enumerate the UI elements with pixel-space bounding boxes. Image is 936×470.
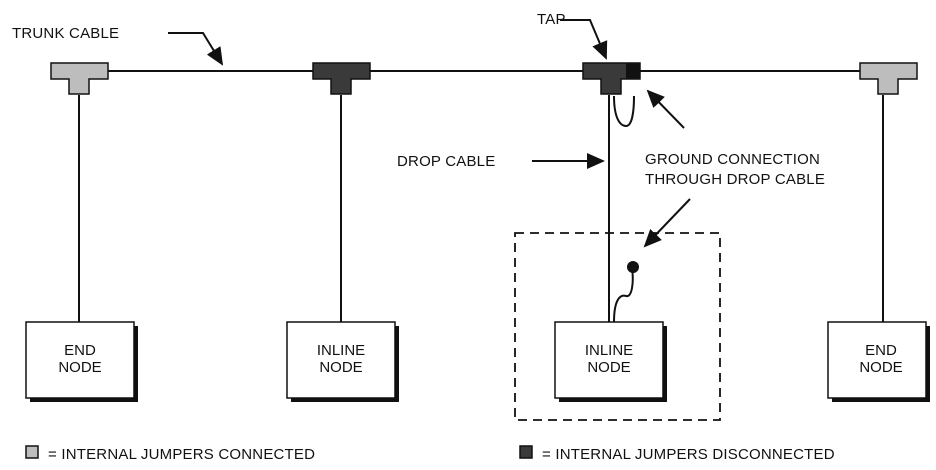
- node-inline-2: INLINE NODE: [554, 321, 667, 402]
- node-end-2-line2: NODE: [859, 359, 902, 376]
- node-inline-1-line2: NODE: [319, 359, 362, 376]
- node-inline-2-line2: NODE: [587, 359, 630, 376]
- tap-label: TAP: [537, 11, 566, 28]
- legend-connected-text: = INTERNAL JUMPERS CONNECTED: [48, 446, 315, 463]
- ground-point: [627, 261, 639, 273]
- tap-disconnected-1: [312, 62, 371, 95]
- tap-disconnected-2: [582, 62, 641, 95]
- trunk-cable-label: TRUNK CABLE: [12, 25, 119, 42]
- drop-cable-label: DROP CABLE: [397, 153, 495, 170]
- ground-arrow-down: [643, 198, 691, 248]
- tap-arrow: [560, 19, 608, 60]
- ground-arrow-up: [646, 89, 685, 129]
- tap-connected-1: [50, 62, 109, 95]
- node-inline-1-line1: INLINE: [317, 342, 365, 359]
- node-end-1: END NODE: [25, 321, 138, 402]
- ground-connection-label-line2: THROUGH DROP CABLE: [645, 171, 825, 188]
- node-end-2-line1: END: [865, 342, 897, 359]
- node-inline-2-line1: INLINE: [585, 342, 633, 359]
- ground-loop-tap: [613, 95, 635, 128]
- node-inline-1: INLINE NODE: [286, 321, 399, 402]
- legend-disconnected-swatch: [519, 445, 533, 459]
- node-end-2: END NODE: [827, 321, 930, 402]
- legend: = INTERNAL JUMPERS CONNECTED = INTERNAL …: [25, 445, 835, 463]
- ground-enclosure: [514, 232, 721, 421]
- legend-connected-swatch: [25, 445, 39, 459]
- tap-ground-terminal: [626, 63, 640, 79]
- legend-disconnected-text: = INTERNAL JUMPERS DISCONNECTED: [542, 446, 835, 463]
- trunk-cable-arrow: [168, 32, 224, 66]
- ground-loop-node: [613, 267, 634, 323]
- node-end-1-line1: END: [64, 342, 96, 359]
- node-end-1-line2: NODE: [58, 359, 101, 376]
- tap-connected-2: [859, 62, 918, 95]
- ground-connection-label-line1: GROUND CONNECTION: [645, 151, 820, 168]
